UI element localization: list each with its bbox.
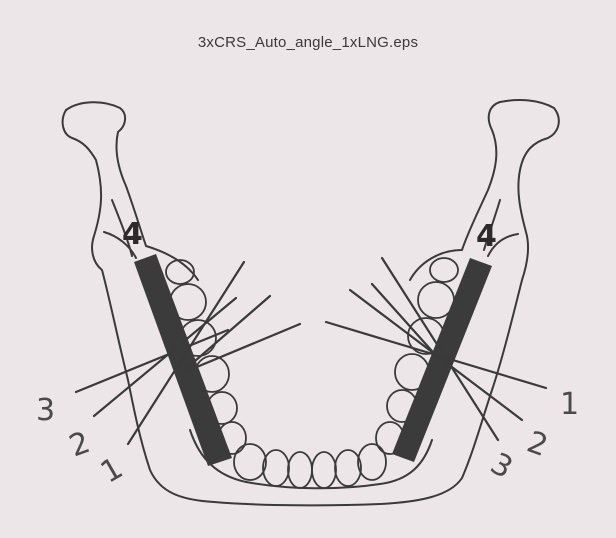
right-beam-1-label: 1 <box>560 387 579 422</box>
left-sensor-bar <box>134 254 232 466</box>
left-beam-3-label: 3 <box>36 393 55 428</box>
left-region-label: 4 <box>122 217 143 252</box>
left-beam-1-label: 1 <box>95 451 129 491</box>
left-beam-2-label: 2 <box>65 425 95 464</box>
right-beam-3-label: 3 <box>484 446 518 486</box>
right-region-label: 4 <box>476 219 497 254</box>
mandible-outer-outline <box>63 100 559 505</box>
right-beam-2-label: 2 <box>522 425 552 464</box>
